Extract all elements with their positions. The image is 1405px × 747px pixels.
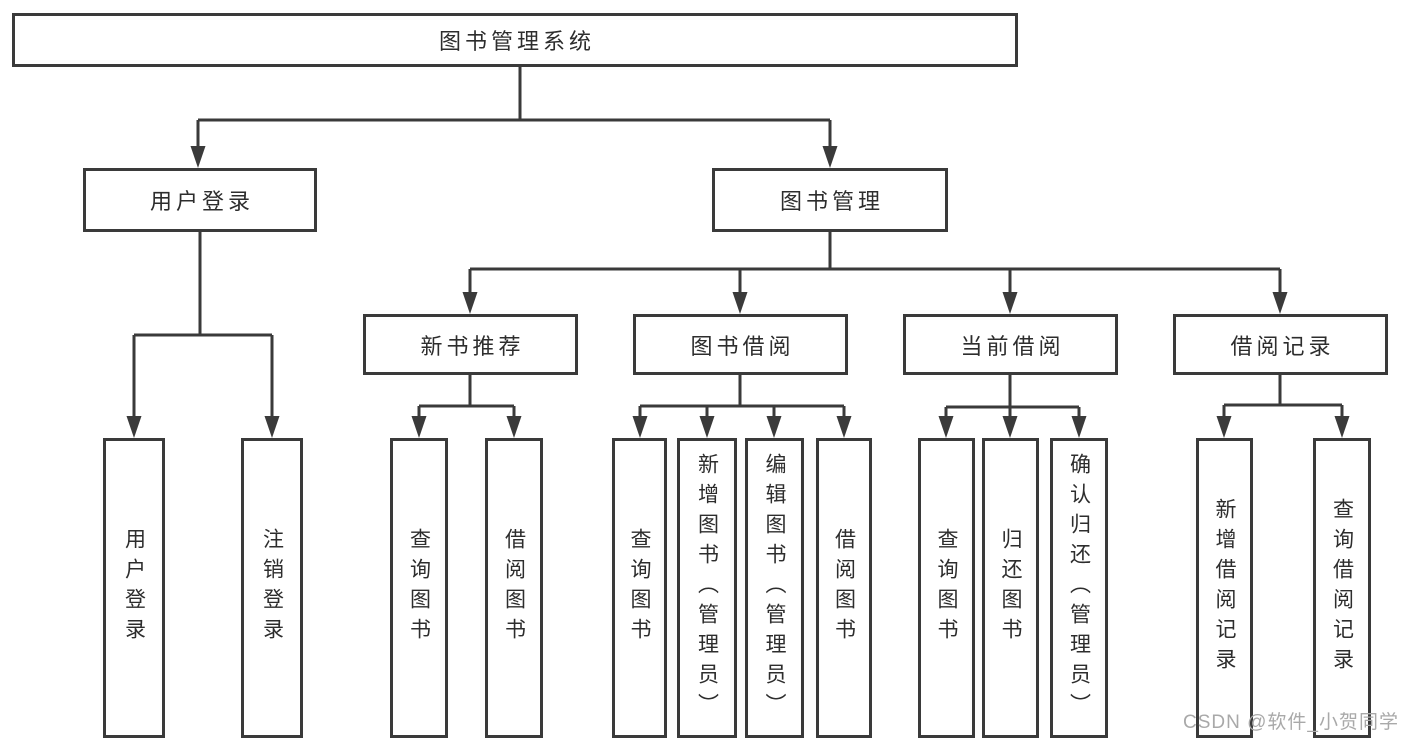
leaf-query-book-borrow: 查询图书 — [612, 438, 667, 738]
leaf-query-borrow-record: 查询借阅记录 — [1313, 438, 1371, 738]
node-label: 查询借阅记录 — [1330, 498, 1354, 678]
leaf-edit-book-admin: 编辑图书（管理员） — [745, 438, 804, 738]
node-book-borrow: 图书借阅 — [633, 314, 848, 375]
arrow-down-icon — [1216, 416, 1232, 438]
node-label: 用户登录 — [149, 189, 254, 214]
leaf-query-book-current: 查询图书 — [918, 438, 975, 738]
arrow-down-icon — [411, 416, 427, 438]
leaf-query-book-recommend: 查询图书 — [390, 438, 448, 738]
leaf-return-book: 归还图书 — [982, 438, 1039, 738]
leaf-confirm-return-admin: 确认归还（管理员） — [1050, 438, 1108, 738]
arrow-down-icon — [938, 416, 954, 438]
node-label: 编辑图书（管理员） — [763, 453, 786, 723]
leaf-add-borrow-record: 新增借阅记录 — [1196, 438, 1253, 738]
csdn-watermark: CSDN @软件_小贺同学 — [1183, 712, 1399, 733]
node-label: 图书借阅 — [690, 333, 795, 359]
node-label: 新书推荐 — [420, 333, 525, 359]
arrow-down-icon — [1272, 292, 1288, 314]
arrow-down-icon — [1002, 292, 1018, 314]
node-book-management: 图书管理 — [712, 168, 948, 232]
arrow-down-icon — [1334, 416, 1350, 438]
node-label: 确认归还（管理员） — [1067, 453, 1091, 723]
node-new-book-recommend: 新书推荐 — [363, 314, 578, 375]
arrow-down-icon — [1071, 416, 1087, 438]
node-label: 借阅图书 — [832, 528, 856, 648]
leaf-logout-login: 注销登录 — [241, 438, 303, 738]
node-current-borrow: 当前借阅 — [903, 314, 1118, 375]
node-label: 注销登录 — [260, 528, 284, 648]
leaf-borrow-book-recommend: 借阅图书 — [485, 438, 543, 738]
arrow-down-icon — [822, 146, 838, 168]
arrow-down-icon — [126, 416, 142, 438]
node-label: 新增借阅记录 — [1213, 498, 1236, 678]
node-label: 归还图书 — [999, 528, 1022, 648]
arrow-down-icon — [732, 292, 748, 314]
node-label: 查询图书 — [407, 528, 431, 648]
arrow-down-icon — [766, 416, 782, 438]
node-label: 新增图书（管理员） — [695, 453, 719, 723]
node-label: 查询图书 — [628, 528, 651, 648]
arrow-down-icon — [462, 292, 478, 314]
node-label: 图书管理系统 — [438, 29, 595, 54]
node-label: 查询图书 — [935, 528, 958, 648]
leaf-borrow-book: 借阅图书 — [816, 438, 872, 738]
leaf-add-book-admin: 新增图书（管理员） — [677, 438, 737, 738]
node-borrow-records: 借阅记录 — [1173, 314, 1388, 375]
arrow-down-icon — [632, 416, 648, 438]
node-root: 图书管理系统 — [12, 13, 1018, 67]
arrow-down-icon — [190, 146, 206, 168]
node-label: 图书管理 — [779, 189, 884, 214]
arrow-down-icon — [1002, 416, 1018, 438]
node-label: 借阅图书 — [502, 528, 526, 648]
node-label: 借阅记录 — [1230, 333, 1335, 359]
arrow-down-icon — [506, 416, 522, 438]
node-label: 用户登录 — [122, 528, 146, 648]
arrow-down-icon — [699, 416, 715, 438]
arrow-down-icon — [836, 416, 852, 438]
node-user-login: 用户登录 — [83, 168, 317, 232]
leaf-user-login: 用户登录 — [103, 438, 165, 738]
arrow-down-icon — [264, 416, 280, 438]
node-label: 当前借阅 — [960, 333, 1065, 359]
